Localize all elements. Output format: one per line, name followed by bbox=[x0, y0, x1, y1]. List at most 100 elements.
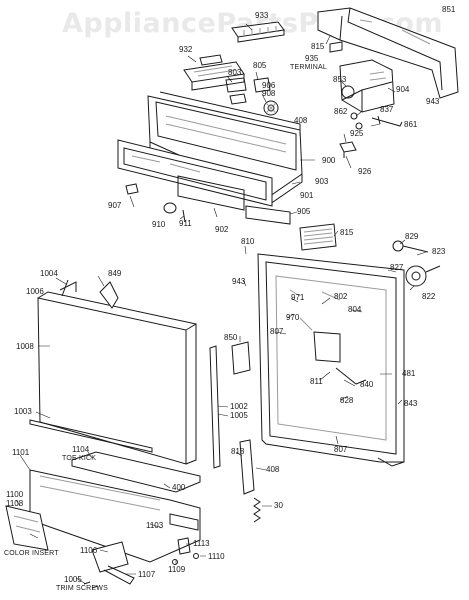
part-815a-terminal bbox=[329, 41, 343, 53]
part-1003-seal-strip bbox=[29, 419, 153, 453]
label-910: 910 bbox=[152, 220, 166, 229]
label-861: 861 bbox=[404, 120, 418, 129]
label-1113: 1113 bbox=[193, 539, 210, 548]
part-908-knob bbox=[263, 100, 279, 116]
label-823: 823 bbox=[432, 247, 446, 256]
label-807-mid: 807 bbox=[270, 327, 284, 336]
label-851: 851 bbox=[442, 5, 456, 14]
label-900: 900 bbox=[322, 156, 336, 165]
part-925-926-bracket bbox=[339, 141, 357, 158]
label-943-mid: 943 bbox=[232, 277, 246, 286]
label-terminal: TERMINAL bbox=[290, 64, 327, 71]
label-807-bottom: 807 bbox=[334, 445, 348, 454]
label-971: 971 bbox=[291, 293, 305, 302]
part-1100-color-insert bbox=[5, 505, 49, 551]
label-1008: 1008 bbox=[16, 342, 34, 351]
label-810: 810 bbox=[241, 237, 255, 246]
label-1107: 1107 bbox=[138, 570, 156, 579]
label-1109: 1109 bbox=[168, 565, 186, 574]
part-837-862-861-fasteners bbox=[350, 112, 403, 130]
label-408-bottom: 408 bbox=[266, 465, 280, 474]
part-818-bracket bbox=[239, 439, 255, 495]
label-862: 862 bbox=[334, 107, 348, 116]
label-803: 803 bbox=[228, 68, 242, 77]
label-901: 901 bbox=[300, 191, 314, 200]
label-907: 907 bbox=[108, 201, 122, 210]
part-850-bracket bbox=[231, 341, 251, 375]
label-970: 970 bbox=[286, 313, 300, 322]
part-853-904-timer bbox=[339, 59, 395, 113]
part-901-panel-frame bbox=[117, 139, 273, 207]
label-837: 837 bbox=[380, 105, 394, 114]
label-925: 925 bbox=[350, 129, 364, 138]
label-902: 902 bbox=[215, 225, 229, 234]
label-802: 802 bbox=[334, 292, 348, 301]
label-1110: 1110 bbox=[208, 552, 225, 561]
label-829: 829 bbox=[405, 232, 419, 241]
label-822: 822 bbox=[422, 292, 436, 301]
label-943-top: 943 bbox=[426, 97, 440, 106]
label-toe-kick: TOE KICK bbox=[62, 455, 97, 462]
label-1101: 1101 bbox=[12, 448, 30, 457]
part-851-vent-duct bbox=[317, 7, 459, 99]
label-818: 818 bbox=[231, 447, 245, 456]
part-1106-1107-trim bbox=[83, 541, 135, 589]
label-903: 903 bbox=[315, 177, 329, 186]
part-829-823-822-dispenser bbox=[392, 240, 441, 287]
part-902-905-insert-panels bbox=[177, 175, 291, 225]
label-828: 828 bbox=[340, 396, 354, 405]
label-935: 935 bbox=[305, 54, 319, 63]
label-805: 805 bbox=[253, 61, 267, 70]
part-907-910-911-knobs bbox=[125, 183, 186, 223]
label-911: 911 bbox=[179, 219, 192, 228]
label-1104: 1104 bbox=[72, 445, 90, 454]
label-850: 850 bbox=[224, 333, 238, 342]
part-815b-vent-grille bbox=[299, 223, 337, 251]
part-804-inner-door bbox=[257, 253, 405, 467]
label-849: 849 bbox=[108, 269, 122, 278]
part-803-805-switches bbox=[225, 77, 271, 105]
label-1108: 1108 bbox=[6, 499, 24, 508]
label-1005-mid: 1005 bbox=[230, 411, 248, 420]
label-30: 30 bbox=[274, 501, 283, 510]
part-1101-toe-kick-panel bbox=[29, 451, 201, 563]
label-1004: 1004 bbox=[40, 269, 58, 278]
part-1113-1110-1109-clips bbox=[172, 537, 199, 565]
label-926: 926 bbox=[358, 167, 372, 176]
label-815-grille: 815 bbox=[340, 228, 354, 237]
label-904: 904 bbox=[396, 85, 410, 94]
part-30-spring bbox=[253, 497, 261, 523]
label-804: 804 bbox=[348, 305, 362, 314]
part-1002-strip bbox=[209, 345, 221, 469]
label-933: 933 bbox=[255, 11, 269, 20]
label-905: 905 bbox=[297, 207, 311, 216]
label-932: 932 bbox=[179, 45, 193, 54]
label-1003: 1003 bbox=[14, 407, 32, 416]
label-840: 840 bbox=[360, 380, 374, 389]
label-400: 400 bbox=[172, 483, 186, 492]
label-1002: 1002 bbox=[230, 402, 248, 411]
label-color-insert: COLOR INSERT bbox=[4, 550, 59, 557]
label-trim-screws: TRIM SCREWS bbox=[56, 585, 108, 592]
part-933-switch bbox=[231, 21, 285, 43]
label-408-top: 408 bbox=[294, 116, 308, 125]
part-1008-door-panel bbox=[37, 279, 197, 465]
part-900-control-panel bbox=[147, 91, 303, 205]
label-1100: 1100 bbox=[6, 490, 24, 499]
label-815-top: 815 bbox=[311, 42, 325, 51]
label-827: 827 bbox=[390, 263, 404, 272]
label-906: 906 bbox=[262, 81, 276, 90]
label-811: 811 bbox=[310, 377, 323, 386]
label-1006: 1006 bbox=[26, 287, 44, 296]
label-1103: 1103 bbox=[146, 521, 164, 530]
label-1005-bottom: 1005 bbox=[64, 575, 82, 584]
label-843: 843 bbox=[404, 399, 418, 408]
label-1106: 1106 bbox=[80, 546, 98, 555]
leader-lines bbox=[15, 23, 427, 585]
label-481: 481 bbox=[402, 369, 416, 378]
label-853: 853 bbox=[333, 75, 347, 84]
part-849-hinge bbox=[99, 281, 119, 309]
label-908: 908 bbox=[262, 89, 276, 98]
